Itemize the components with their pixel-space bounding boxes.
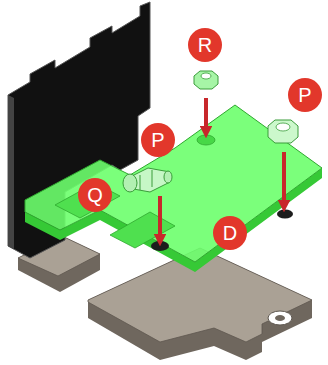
callout-letter: P bbox=[298, 85, 311, 105]
callout-circle: P bbox=[288, 78, 322, 112]
callout-letter: R bbox=[198, 35, 212, 55]
callout-letter: Q bbox=[87, 185, 103, 205]
green-plate bbox=[25, 105, 322, 272]
callout-circle: R bbox=[188, 28, 222, 62]
hardware bbox=[123, 71, 298, 192]
callout-letter: D bbox=[223, 223, 237, 243]
callout-letter: P bbox=[151, 130, 164, 150]
callout-circle: P bbox=[141, 123, 175, 157]
callout-circle: Q bbox=[78, 178, 112, 212]
callout-circle: D bbox=[213, 216, 247, 250]
